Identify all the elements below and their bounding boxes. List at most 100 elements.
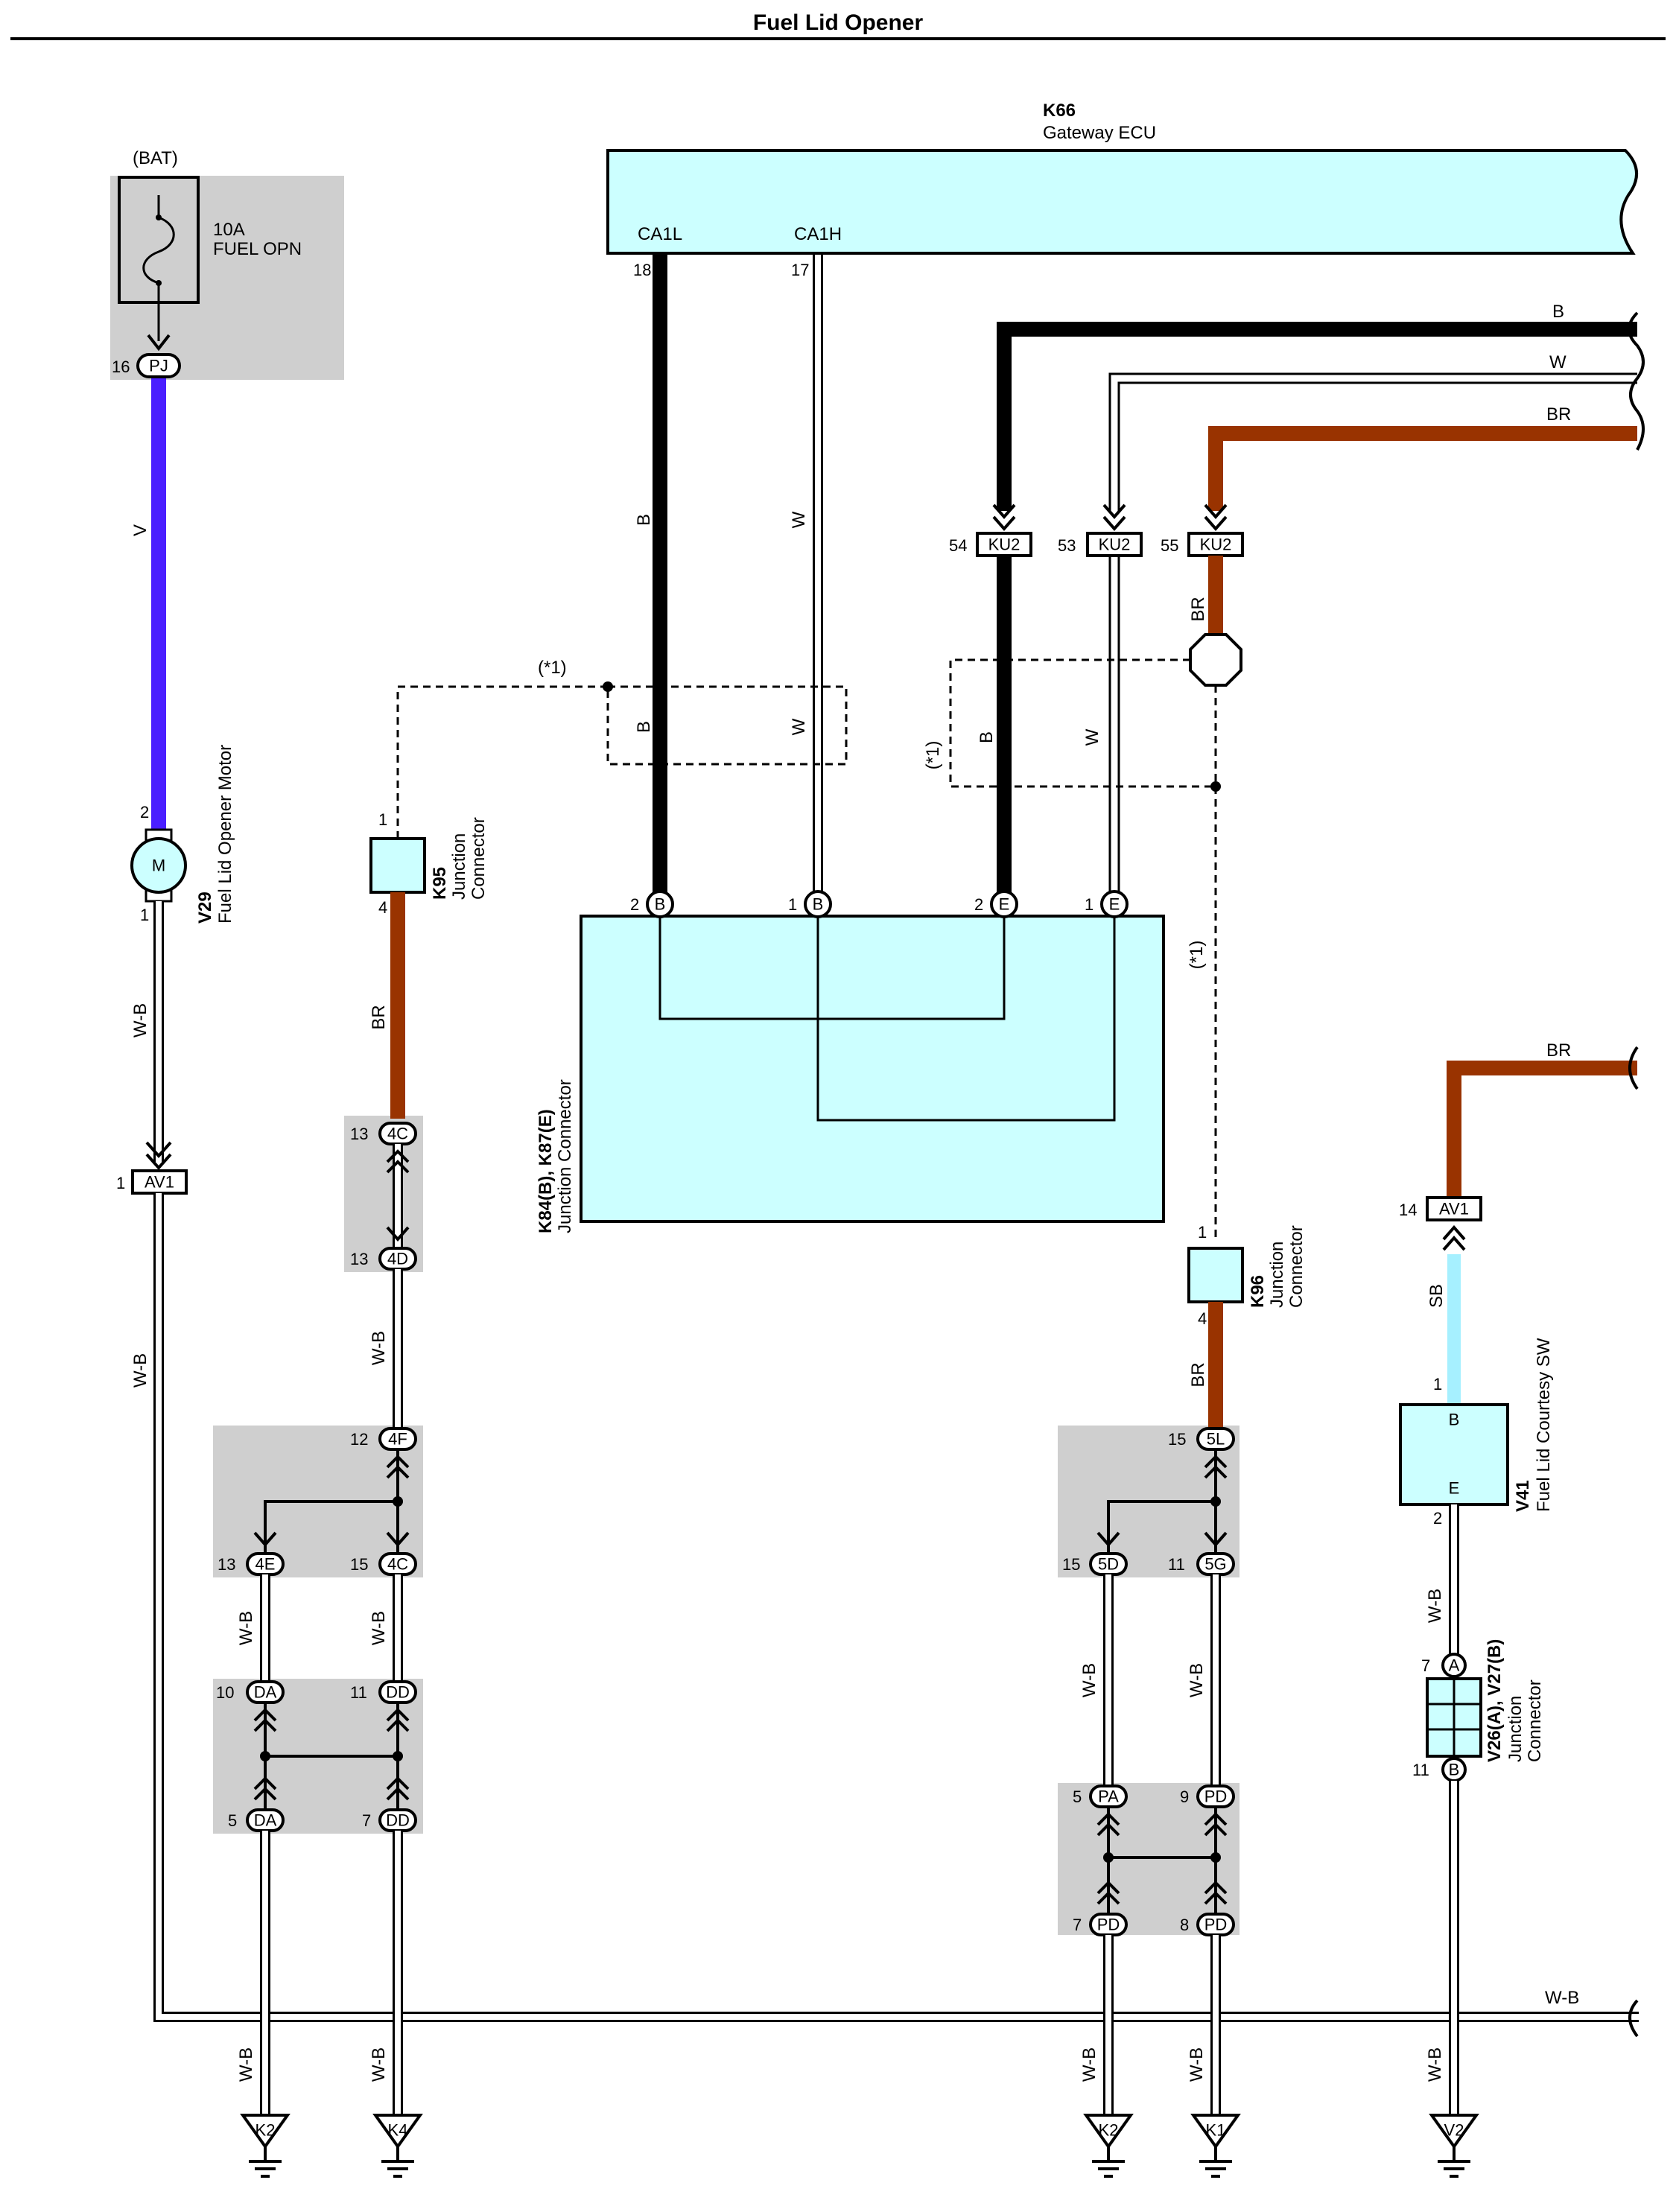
male-terminal-icon xyxy=(992,503,1016,532)
k96-name2: Connector xyxy=(1286,1225,1307,1308)
v26-connector xyxy=(1426,1677,1482,1758)
wire-b-right xyxy=(997,322,1637,511)
inline-4c-top-pin: 13 xyxy=(350,1125,368,1143)
option-box-left xyxy=(606,685,848,766)
svg-text:PD: PD xyxy=(1204,1916,1228,1934)
wire-wb-label-8: W-B xyxy=(1079,1663,1099,1697)
svg-text:K1: K1 xyxy=(1206,2121,1226,2140)
pj-pin: 16 xyxy=(112,357,130,376)
gateway-ca1l-label: CA1L xyxy=(638,224,682,244)
ground-k1: K1 xyxy=(1192,2114,1239,2178)
wire-wb-label-6: W-B xyxy=(236,2047,256,2082)
inline-pd-bottom-right: PD xyxy=(1196,1913,1235,1936)
motor-symbol: M xyxy=(152,856,165,875)
wire-br-v41 xyxy=(1447,1061,1637,1198)
svg-text:K2: K2 xyxy=(1099,2121,1119,2140)
inline-4c-top: 4C xyxy=(378,1122,417,1145)
inline-4f: 4F xyxy=(378,1427,417,1451)
right-wire-br-label: BR xyxy=(1546,404,1571,425)
ku2-connector-54: KU2 xyxy=(976,532,1032,557)
gateway-ca1h-label: CA1H xyxy=(794,224,842,244)
wavy-break-icon-3 xyxy=(1628,1999,1639,2038)
svg-text:V2: V2 xyxy=(1444,2121,1464,2140)
bat-label: (BAT) xyxy=(133,148,178,168)
gateway-ecu-body xyxy=(606,149,1639,255)
inline-5d-pin: 15 xyxy=(1062,1555,1080,1574)
wire-wb-label-11: W-B xyxy=(1187,2047,1207,2082)
option-box-right xyxy=(949,658,1216,788)
k95-name1: Junction xyxy=(449,833,469,900)
v26-name1: Junction xyxy=(1505,1696,1526,1762)
k87-pin-1-e: E xyxy=(1100,890,1129,918)
gateway-ecu-name: Gateway ECU xyxy=(1043,123,1156,143)
inline-pd-top-pin: 9 xyxy=(1180,1787,1189,1806)
svg-text:5G: 5G xyxy=(1204,1555,1226,1574)
av1-right-connector: AV1 xyxy=(1426,1196,1482,1221)
inline-pd-br-pin: 8 xyxy=(1180,1916,1189,1934)
ku2-connector-55: KU2 xyxy=(1187,532,1244,557)
v41-id: V41 xyxy=(1513,1480,1533,1512)
inline-da-bottom-pin: 5 xyxy=(228,1811,237,1830)
inline-5l: 5L xyxy=(1196,1427,1235,1451)
page-title: Fuel Lid Opener xyxy=(753,10,924,35)
wire-wb-label-12: W-B xyxy=(1425,1589,1445,1623)
ku2-pin-55: 55 xyxy=(1161,536,1178,555)
inline-da-top-pin: 10 xyxy=(216,1683,234,1702)
wire-w-label-3: W xyxy=(1082,728,1102,746)
inline-da-bottom: DA xyxy=(246,1808,285,1832)
inline-4e: 4E xyxy=(246,1552,285,1576)
wire-wb-label-3: W-B xyxy=(369,1331,389,1365)
k95-pin-4: 4 xyxy=(378,898,387,917)
gateway-pin-17: 17 xyxy=(791,261,809,279)
ground-k4: K4 xyxy=(374,2114,422,2178)
k96-connector xyxy=(1187,1247,1244,1303)
k96-pin-4: 4 xyxy=(1198,1309,1207,1328)
svg-text:PD: PD xyxy=(1097,1916,1120,1934)
wire-br-label-k95: BR xyxy=(369,1005,389,1029)
wire-wb-label-13: W-B xyxy=(1425,2047,1445,2082)
motor-pin-2: 2 xyxy=(140,803,149,821)
k96-id: K96 xyxy=(1248,1275,1268,1308)
k84-id: K84(B), K87(E) xyxy=(536,1109,556,1233)
inline-da-top: DA xyxy=(246,1680,285,1704)
motor-pin-1: 1 xyxy=(140,906,149,924)
female-terminal-icon xyxy=(145,1141,172,1171)
ground-k2-left: K2 xyxy=(241,2114,289,2178)
fuse-name: FUEL OPN xyxy=(213,239,302,259)
svg-text:5D: 5D xyxy=(1098,1555,1119,1574)
k87-pin-2-e: E xyxy=(990,890,1018,918)
star1-label-1: (*1) xyxy=(538,658,567,678)
wire-b-label-2: B xyxy=(634,721,654,733)
wire-w-ku2 xyxy=(1108,556,1120,904)
av1-right-pin: 14 xyxy=(1399,1201,1417,1219)
svg-text:PD: PD xyxy=(1204,1787,1228,1806)
k84-k87-internal-links xyxy=(658,915,1116,1122)
k84-pin-1-b: B xyxy=(804,890,832,918)
v41-pin-b: B xyxy=(1449,1411,1460,1429)
wavy-break-icon-2 xyxy=(1628,1046,1639,1090)
av1-left-name: AV1 xyxy=(145,1173,174,1192)
v26-pin-b: B xyxy=(1441,1757,1467,1782)
v41-name: Fuel Lid Courtesy SW xyxy=(1534,1338,1554,1512)
wire-wb-label-10: W-B xyxy=(1079,2047,1099,2082)
inline-4f-pin: 12 xyxy=(350,1430,368,1449)
svg-text:K2: K2 xyxy=(255,2121,276,2140)
svg-text:E: E xyxy=(999,895,1010,914)
k95-connector xyxy=(369,837,426,894)
wire-b-label-1: B xyxy=(634,514,654,526)
v41-num-1: 1 xyxy=(1433,1375,1442,1393)
k96-name1: Junction xyxy=(1267,1242,1287,1308)
motor-icon: M xyxy=(130,828,187,903)
star1-label-3: (*1) xyxy=(1187,941,1207,970)
right-wire-b-label: B xyxy=(1552,302,1564,322)
v41-pin-e: E xyxy=(1449,1479,1460,1498)
v26-num-b: 11 xyxy=(1412,1761,1429,1779)
svg-text:B: B xyxy=(655,895,666,914)
v41-num-2: 2 xyxy=(1433,1509,1442,1528)
svg-text:PA: PA xyxy=(1098,1787,1119,1806)
wire-wb-label-4: W-B xyxy=(236,1611,256,1645)
inline-dd-top-pin: 11 xyxy=(350,1683,367,1702)
v26-pin-a: A xyxy=(1441,1653,1467,1678)
inline-pa: PA xyxy=(1089,1784,1128,1808)
motor-name: Fuel Lid Opener Motor xyxy=(215,745,235,924)
